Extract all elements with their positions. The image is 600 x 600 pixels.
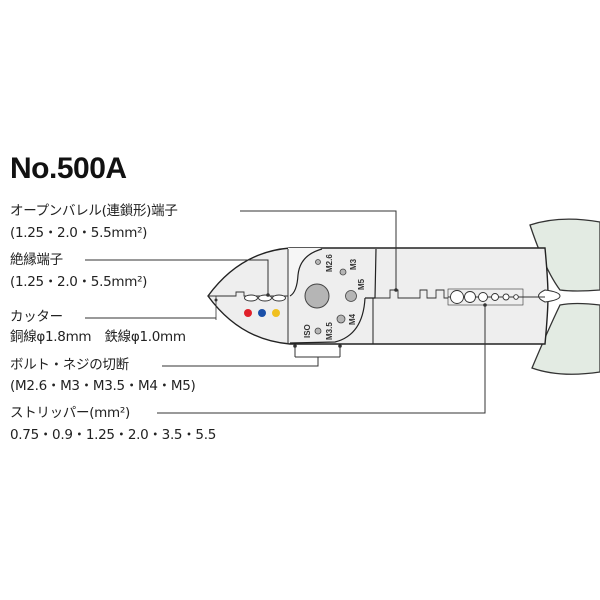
label-stripper: ストリッパー(mm²): [10, 405, 130, 421]
insulated-terminal-dies: [244, 294, 286, 302]
label-bolt-cut-spec: (M2.6・M3・M3.5・M4・M5): [10, 378, 196, 394]
mark-m35: M3.5: [325, 322, 334, 340]
red-dot: [244, 309, 252, 317]
label-insulated: 絶縁端子: [10, 252, 63, 268]
mark-m26: M2.6: [325, 254, 334, 272]
mark-m5: M5: [357, 278, 366, 290]
mark-iso: ISO: [303, 324, 312, 338]
label-cutter-spec: 銅線φ1.8mm 鉄線φ1.0mm: [10, 329, 186, 345]
mark-m3: M3: [349, 258, 358, 270]
open-barrel-dies: [375, 289, 448, 299]
mark-m4: M4: [348, 313, 357, 325]
label-open-barrel-spec: (1.25・2.0・5.5mm²): [10, 225, 148, 241]
grip-joint: [538, 289, 561, 303]
label-insulated-spec: (1.25・2.0・5.5mm²): [10, 274, 148, 290]
stripper-holes: [447, 288, 524, 306]
lower-grip: [531, 302, 600, 375]
leader-lines: [85, 210, 486, 414]
bolt-size-marks: M2.6 M3 M5 M4 M3.5 ISO: [303, 254, 366, 340]
label-cutter: カッター: [10, 309, 63, 325]
pivot: [304, 283, 330, 309]
label-bolt-cut: ボルト・ネジの切断: [10, 357, 129, 373]
yellow-dot: [272, 309, 280, 317]
model-title: No.500A: [10, 152, 127, 185]
blue-dot: [258, 309, 266, 317]
label-stripper-spec: 0.75・0.9・1.25・2.0・3.5・5.5: [10, 427, 216, 443]
label-open-barrel: オープンバレル(連鎖形)端子: [10, 203, 178, 219]
